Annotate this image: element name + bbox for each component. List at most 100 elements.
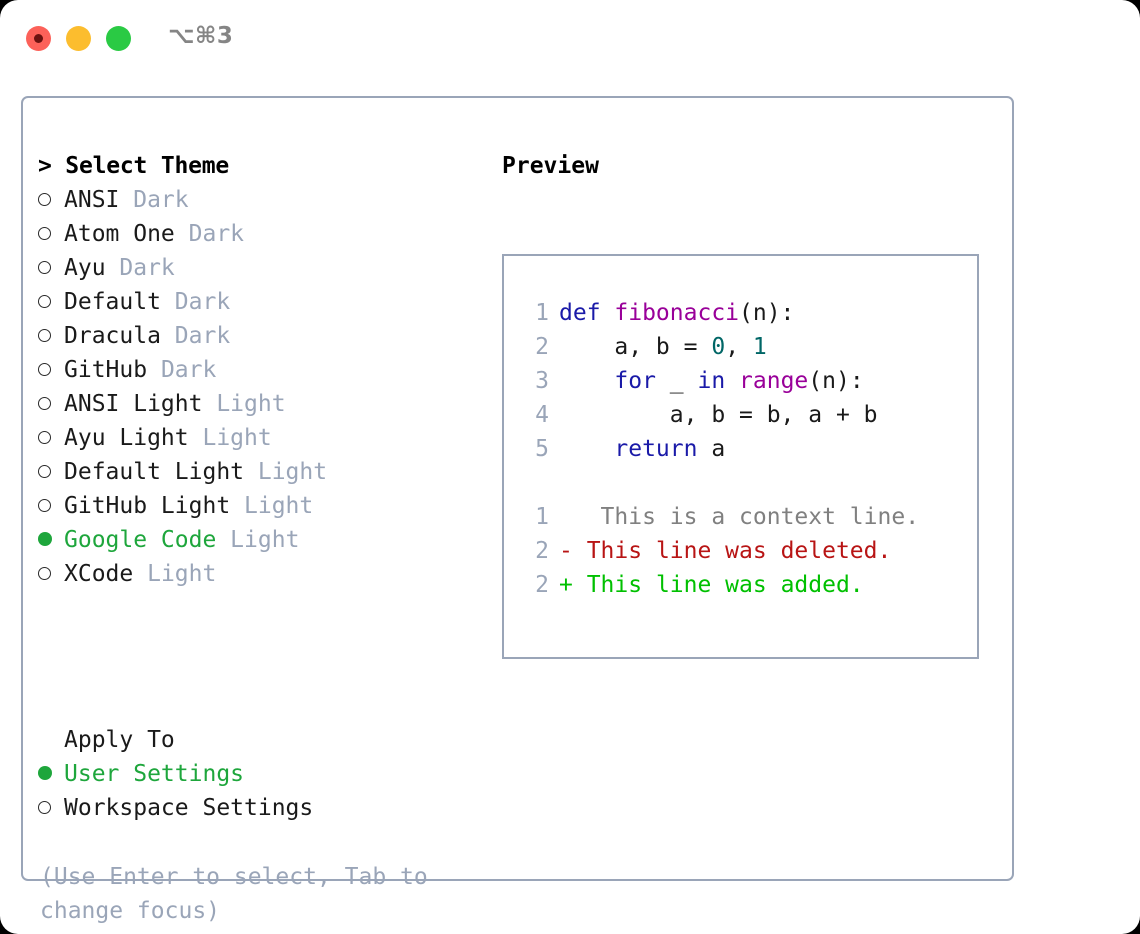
theme-option-ansi-light[interactable]: ANSI Light Light	[38, 387, 498, 421]
code-token-txt	[725, 368, 739, 394]
close-button-icon[interactable]	[26, 26, 51, 51]
theme-option-label: GitHub Light	[64, 493, 231, 519]
theme-option-label: Ayu	[64, 255, 106, 281]
theme-option-kind: Dark	[105, 255, 175, 281]
diff-text: This line was deleted.	[572, 538, 892, 564]
code-token-txt: ,	[725, 334, 753, 360]
diff-text: This line was added.	[572, 572, 864, 598]
traffic-light-group	[26, 26, 131, 51]
radio-unselected-icon	[38, 557, 64, 591]
keyboard-shortcut-label: ⌥⌘3	[168, 23, 234, 49]
theme-option-default[interactable]: Default Dark	[38, 285, 498, 319]
theme-option-label: GitHub	[64, 357, 148, 383]
radio-unselected-icon	[38, 421, 64, 455]
theme-option-kind: Light	[133, 561, 217, 587]
theme-option-xcode[interactable]: XCode Light	[38, 557, 498, 591]
code-line-number: 3	[535, 368, 549, 394]
code-line-number: 1	[535, 300, 549, 326]
theme-option-kind: Dark	[119, 187, 189, 213]
theme-option-kind: Light	[202, 391, 286, 417]
theme-option-kind: Light	[244, 459, 328, 485]
theme-option-ayu-light[interactable]: Ayu Light Light	[38, 421, 498, 455]
code-line: 2 a, b = 0, 1	[521, 330, 971, 364]
code-line: 3 for _ in range(n):	[521, 364, 971, 398]
theme-option-label: Default Light	[64, 459, 245, 485]
theme-list-header: > Select Theme	[38, 153, 230, 179]
minimize-button-icon[interactable]	[66, 26, 91, 51]
theme-option-label: XCode	[64, 561, 134, 587]
diff-line-number: 1	[535, 504, 549, 530]
theme-option-label: Atom One	[64, 221, 175, 247]
theme-option-kind: Dark	[147, 357, 217, 383]
theme-option-label: ANSI Light	[64, 391, 203, 417]
diff-line-ctx: 1 This is a context line.	[521, 500, 971, 534]
code-token-kw: return	[614, 436, 698, 462]
code-line-number: 2	[535, 334, 549, 360]
code-token-txt: (n):	[808, 368, 864, 394]
theme-option-kind: Dark	[160, 289, 231, 315]
diff-line-add: 2 + This line was added.	[521, 568, 971, 602]
diff-line-number: 2	[535, 572, 549, 598]
code-token-txt: a	[697, 436, 726, 462]
theme-option-dracula[interactable]: Dracula Dark	[38, 319, 498, 353]
theme-option-kind: Light	[216, 527, 300, 553]
theme-option-ayu[interactable]: Ayu Dark	[38, 251, 498, 285]
apply-to-option-user-settings[interactable]: User Settings	[38, 757, 498, 791]
theme-option-label: Dracula	[64, 323, 161, 349]
code-line-number: 4	[535, 402, 549, 428]
code-diff-spacer	[521, 466, 971, 500]
theme-option-atom-one[interactable]: Atom One Dark	[38, 217, 498, 251]
theme-option-label: ANSI	[64, 187, 120, 213]
radio-unselected-icon	[38, 251, 64, 285]
diff-text: This is a context line.	[572, 504, 920, 530]
code-token-txt: a, b = b, a + b	[559, 402, 878, 428]
code-token-kw: in	[697, 368, 726, 394]
code-token-fn: range	[739, 368, 809, 394]
theme-option-default-light[interactable]: Default Light Light	[38, 455, 498, 489]
code-token-kw: def	[559, 300, 615, 326]
code-line: 4 a, b = b, a + b	[521, 398, 971, 432]
radio-selected-icon	[38, 757, 64, 791]
theme-option-github[interactable]: GitHub Dark	[38, 353, 498, 387]
theme-option-kind: Light	[230, 493, 314, 519]
theme-option-kind: Dark	[174, 221, 245, 247]
radio-unselected-icon	[38, 353, 64, 387]
theme-option-label: Ayu Light	[64, 425, 189, 451]
radio-unselected-icon	[38, 285, 64, 319]
code-token-txt: (n):	[739, 300, 795, 326]
theme-option-google-code[interactable]: Google Code Light	[38, 523, 498, 557]
diff-lines-container: 1 This is a context line. 2- This line wa…	[521, 500, 971, 602]
radio-selected-icon	[38, 523, 64, 557]
code-line-number: 5	[535, 436, 549, 462]
diff-line-number: 2	[535, 538, 549, 564]
theme-option-label: Default	[64, 289, 161, 315]
theme-option-label: Google Code	[64, 527, 217, 553]
code-token-num: 1	[752, 334, 767, 360]
radio-unselected-icon	[38, 455, 64, 489]
theme-option-github-light[interactable]: GitHub Light Light	[38, 489, 498, 523]
apply-to-option-workspace-settings[interactable]: Workspace Settings	[38, 791, 498, 825]
radio-unselected-icon	[38, 319, 64, 353]
radio-unselected-icon	[38, 217, 64, 251]
code-token-fn: fibonacci	[614, 300, 740, 326]
radio-unselected-icon	[38, 489, 64, 523]
theme-option-ansi[interactable]: ANSI Dark	[38, 183, 498, 217]
zoom-button-icon[interactable]	[106, 26, 131, 51]
radio-unselected-icon	[38, 791, 64, 825]
apply-to-option-label: Workspace Settings	[64, 795, 314, 821]
diff-sign: -	[559, 538, 573, 564]
code-token-num: 0	[711, 334, 726, 360]
diff-sign: +	[559, 572, 573, 598]
theme-option-kind: Light	[188, 425, 272, 451]
apply-to-header: Apply To	[64, 727, 175, 753]
code-token-kw: for	[614, 368, 656, 394]
